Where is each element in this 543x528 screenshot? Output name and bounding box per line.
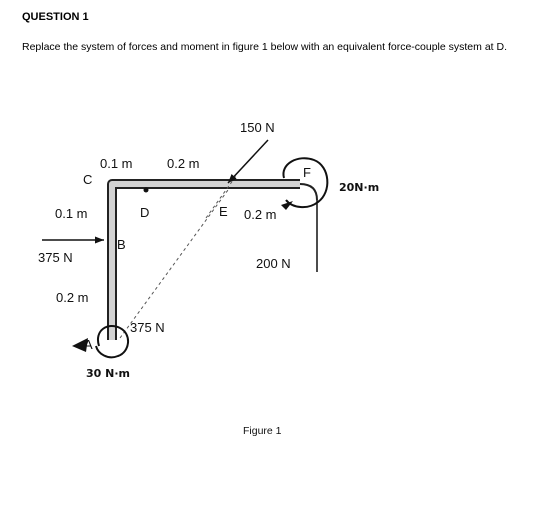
dim-left-lower: 0.2 m <box>56 290 89 305</box>
point-b-label: B <box>117 237 126 252</box>
moment-f-icon <box>281 157 329 210</box>
point-d-dot <box>143 187 149 193</box>
moment-a-icon <box>72 325 129 359</box>
point-e-label: E <box>219 204 228 219</box>
dim-top-mid: 0.2 m <box>167 156 200 171</box>
l-shaped-member <box>107 179 318 340</box>
point-a-label: A <box>84 337 93 352</box>
dashed-line-e-ext <box>205 175 237 219</box>
force-375n-horizontal-label: 375 N <box>38 250 73 265</box>
moment-30nm-label: 30 N·m <box>86 367 130 380</box>
question-text: Replace the system of forces and moment … <box>22 41 507 53</box>
force-200n-label: 200 N <box>256 256 291 271</box>
point-f-label: F <box>303 165 311 180</box>
force-150n-arrow <box>227 139 269 184</box>
dim-right-segment: 0.2 m <box>244 207 277 222</box>
force-150n-label: 150 N <box>240 120 275 135</box>
question-title: QUESTION 1 <box>22 11 89 23</box>
force-375n-a-label: 375 N <box>130 320 165 335</box>
figure-caption: Figure 1 <box>243 425 282 437</box>
point-d-label: D <box>140 205 149 220</box>
dashed-line-a-e <box>119 189 229 339</box>
dim-left-upper: 0.1 m <box>55 206 88 221</box>
moment-20nm-label: 20N·m <box>339 181 379 194</box>
point-c-label: C <box>83 172 92 187</box>
dim-top-left: 0.1 m <box>100 156 133 171</box>
